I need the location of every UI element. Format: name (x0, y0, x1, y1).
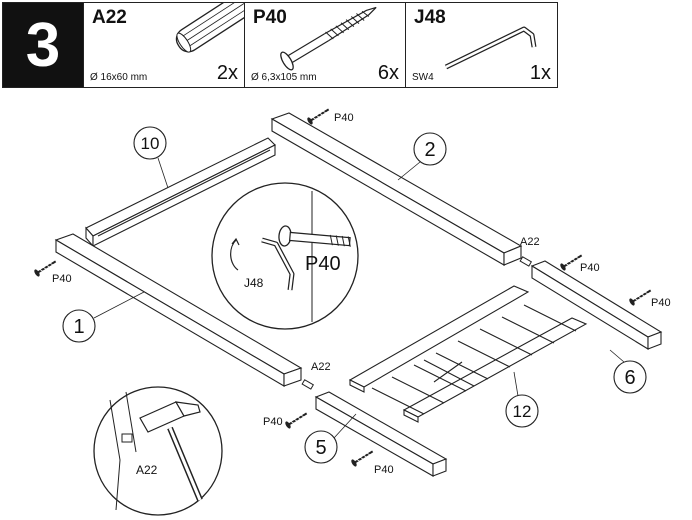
rail-part-2 (270, 112, 523, 266)
callout-2: 2 (424, 139, 435, 161)
parts-header: 3 A22 Ø 16x60 mm 2x P40 Ø 6,3x1 (2, 2, 558, 88)
part-a22: A22 Ø 16x60 mm 2x (83, 3, 244, 87)
callout-5: 5 (315, 437, 326, 459)
part-spec: SW4 (412, 72, 434, 83)
callout-circle-12 (505, 394, 539, 428)
callout-circle-1 (62, 309, 96, 343)
part-spec: Ø 16x60 mm (90, 72, 148, 83)
detail-label-key: J48 (244, 276, 264, 290)
part-code: A22 (92, 7, 127, 28)
part-p40: P40 Ø 6,3x105 mm 6x (244, 3, 405, 87)
dowel-icon (175, 3, 244, 53)
detail-hammer-dowel (93, 386, 223, 516)
label-p40-right-b: P40 (651, 297, 671, 309)
part-code: J48 (414, 7, 446, 28)
callout-10: 10 (141, 134, 160, 153)
detail-screw-key (211, 182, 359, 330)
step-number: 3 (3, 3, 83, 87)
dowels (301, 256, 533, 390)
part-code: P40 (253, 7, 287, 28)
callout-circle-2 (413, 132, 447, 166)
label-p40-right-a: P40 (580, 262, 600, 274)
slat-panel-part-12 (348, 285, 588, 423)
callout-circle-6 (613, 360, 647, 394)
allen-key-icon (444, 26, 537, 70)
part-spec: Ø 6,3x105 mm (251, 72, 317, 83)
rail-part-10 (85, 137, 276, 248)
label-a22-right: A22 (520, 236, 540, 248)
label-p40-top: P40 (334, 112, 354, 124)
label-p40-left: P40 (52, 273, 72, 285)
rail-part-6 (530, 260, 663, 350)
detail-label-dowel: A22 (136, 463, 158, 477)
callout-circle-5 (304, 430, 338, 464)
callout-12: 12 (513, 402, 532, 421)
label-p40-front-b: P40 (374, 464, 394, 476)
part-j48: J48 SW4 1x (405, 3, 557, 87)
callout-1: 1 (73, 316, 84, 338)
rail-part-1 (54, 233, 303, 387)
callout-circle-10 (133, 126, 167, 160)
screw-icon (280, 6, 377, 71)
part-qty: 6x (377, 62, 399, 84)
label-a22-front: A22 (311, 361, 331, 373)
callout-6: 6 (624, 367, 635, 389)
rail-part-5 (314, 391, 448, 477)
part-qty: 2x (216, 62, 238, 84)
detail-label-screw: P40 (305, 253, 341, 275)
label-p40-front-a: P40 (263, 416, 283, 428)
part-qty: 1x (529, 62, 551, 84)
